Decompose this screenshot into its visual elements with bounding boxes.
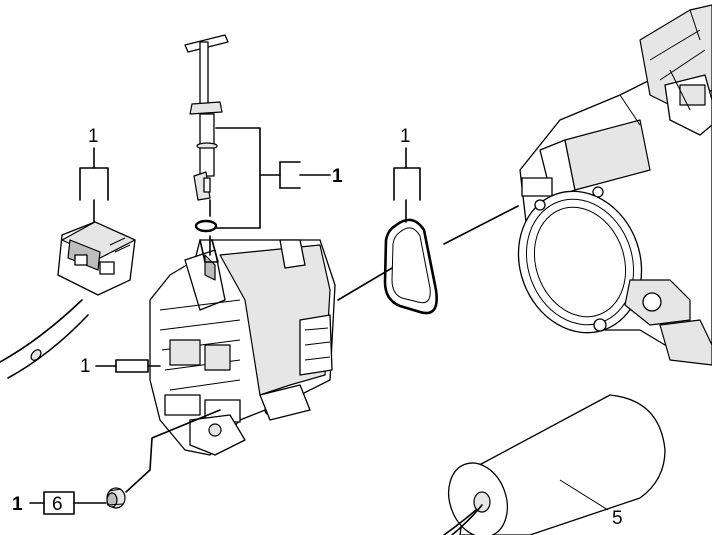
callout-capacitor: 5 — [612, 508, 623, 529]
callout-bracket-left: 1 — [88, 126, 99, 147]
float-switch-icon — [57, 221, 136, 296]
callout-bracket-oring: 1 — [400, 126, 411, 147]
seal-nut-icon — [106, 487, 126, 509]
o-ring-icon — [194, 219, 218, 233]
valve-stem-icon — [184, 34, 229, 201]
pump-housing-icon — [149, 239, 336, 456]
callout-seal-prefix: 1 — [12, 494, 23, 515]
motor-icon — [517, 4, 712, 366]
callout-seal-box: 6 — [52, 494, 63, 515]
hose-icon — [0, 299, 89, 379]
callout-housing: 1 — [80, 356, 91, 377]
capacitor-icon — [443, 394, 666, 535]
gasket-icon — [383, 218, 438, 315]
callout-bracket-top: 1 — [332, 166, 343, 187]
